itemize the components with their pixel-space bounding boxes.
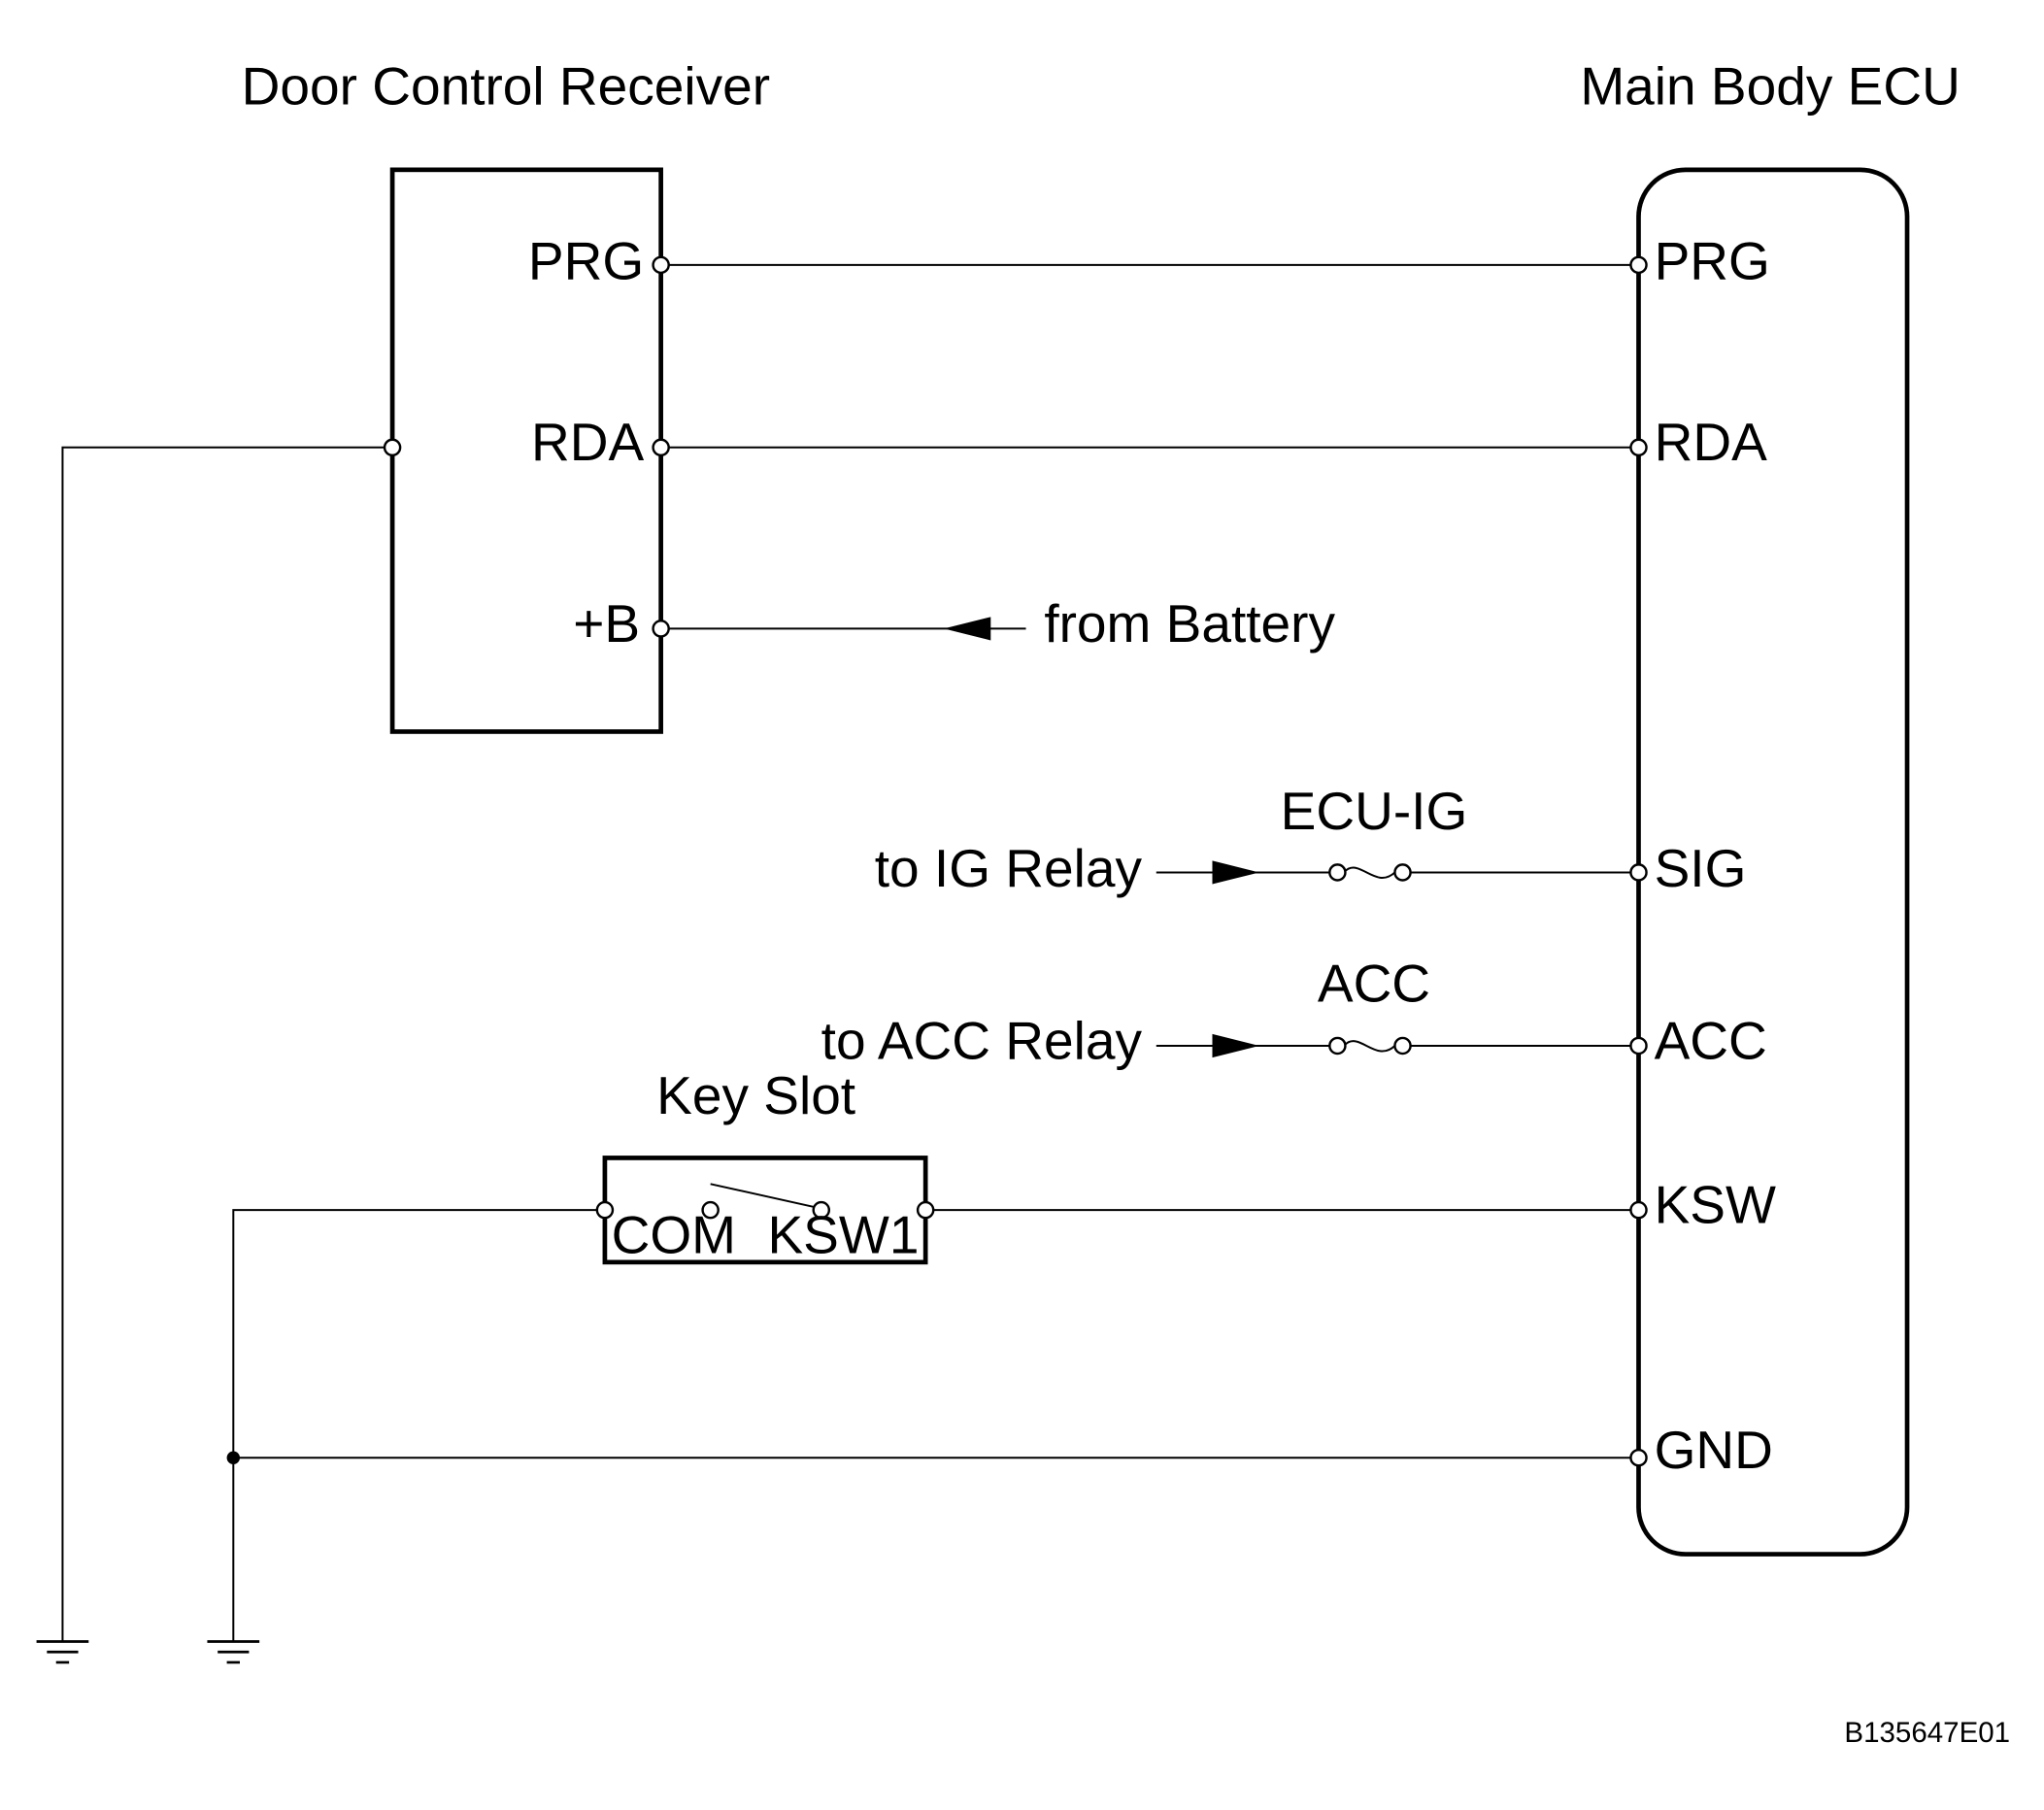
key-slot-pin-ksw1-label: KSW1: [767, 1204, 919, 1264]
fuse-ecu-ig-icon: [1344, 868, 1394, 878]
main-body-ecu: Main Body ECU PRG RDA SIG ACC KSW GND: [1580, 56, 1960, 1557]
switch-blade: [711, 1184, 817, 1207]
fuse-ecu-ig-label: ECU-IG: [1281, 781, 1468, 841]
ecu-pin-sig-label: SIG: [1655, 838, 1747, 898]
ground-icon: [206, 1640, 261, 1664]
key-slot-pin-com-label: COM: [612, 1204, 736, 1264]
ecu-pin-rda-label: RDA: [1655, 412, 1767, 472]
fuse-terminal: [1328, 1036, 1347, 1056]
ecu-sig-terminal: [1629, 863, 1648, 882]
fuse-acc-icon: [1344, 1041, 1394, 1051]
ecu-pin-ksw-label: KSW: [1655, 1175, 1776, 1235]
junction-dot: [226, 1451, 241, 1464]
door-control-receiver-title: Door Control Receiver: [242, 56, 770, 117]
switch-contact: [812, 1200, 831, 1220]
ecu-ksw-terminal: [1629, 1200, 1648, 1220]
dcr-rda-terminal: [652, 438, 670, 457]
dcr-b-terminal: [652, 620, 670, 638]
arrow-icon: [1212, 1033, 1259, 1058]
switch-contact: [701, 1200, 720, 1220]
ecu-pin-acc-label: ACC: [1655, 1010, 1767, 1070]
dcr-prg-terminal: [652, 255, 670, 275]
key-slot-ksw1-terminal: [916, 1200, 935, 1220]
main-body-ecu-title: Main Body ECU: [1580, 56, 1960, 117]
ig-relay-label: to IG Relay: [875, 838, 1143, 898]
dcr-pin-rda-label: RDA: [531, 412, 644, 472]
arrow-icon: [1212, 860, 1259, 885]
dcr-pin-b-label: +B: [573, 593, 640, 654]
ecu-acc-terminal: [1629, 1036, 1648, 1056]
fuse-acc-label: ACC: [1318, 953, 1430, 1013]
battery-source-label: from Battery: [1044, 593, 1335, 654]
ecu-pin-gnd-label: GND: [1655, 1420, 1773, 1480]
fuse-terminal: [1393, 1036, 1412, 1056]
key-slot: Key Slot COM KSW1: [602, 1065, 928, 1264]
ecu-rda-terminal: [1629, 438, 1648, 457]
dcr-pin-prg-label: PRG: [528, 231, 644, 291]
figure-id: B135647E01: [1844, 1717, 2010, 1749]
dcr-ground-terminal: [383, 438, 402, 457]
main-body-ecu-body: [1636, 167, 1910, 1557]
ground-icon: [35, 1640, 90, 1664]
door-control-receiver: Door Control Receiver PRG RDA +B: [242, 56, 770, 734]
acc-relay-label: to ACC Relay: [821, 1010, 1143, 1070]
fuse-terminal: [1328, 863, 1347, 882]
wire-receiver-ground: [62, 448, 385, 1642]
arrow-icon: [943, 617, 991, 641]
wire-com-ground: [233, 1210, 597, 1641]
ecu-gnd-terminal: [1629, 1448, 1648, 1467]
key-slot-com-terminal: [595, 1200, 615, 1220]
ecu-pin-prg-label: PRG: [1655, 231, 1770, 291]
ecu-prg-terminal: [1629, 255, 1648, 275]
fuse-terminal: [1393, 863, 1412, 882]
key-slot-title: Key Slot: [656, 1065, 855, 1125]
